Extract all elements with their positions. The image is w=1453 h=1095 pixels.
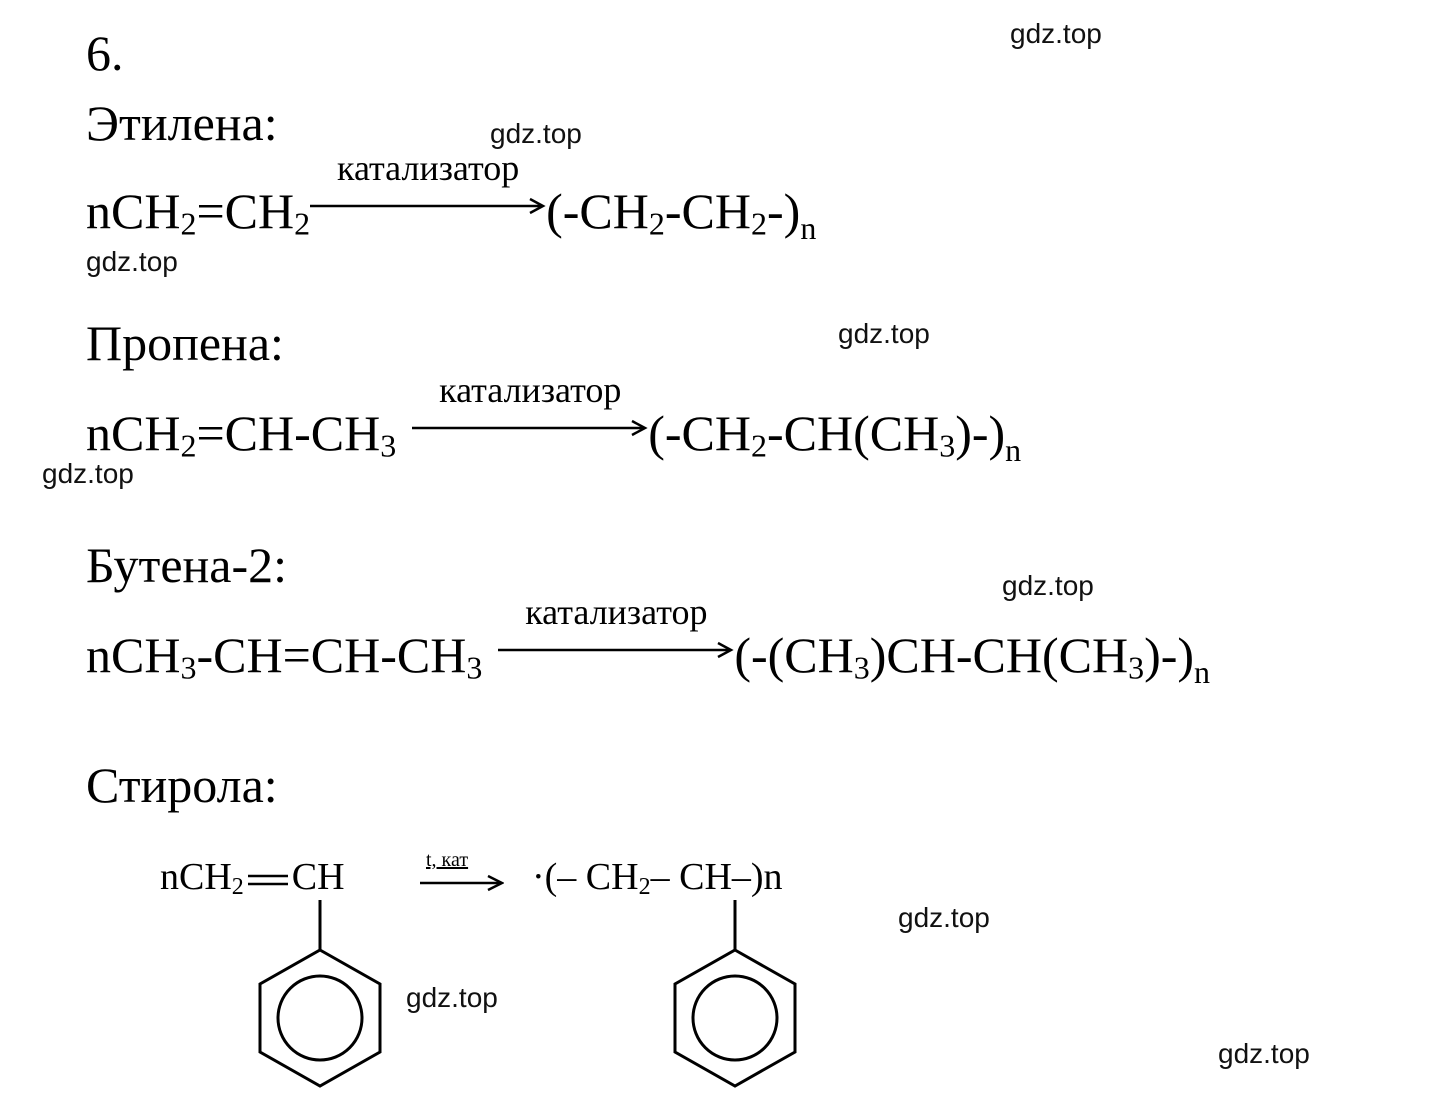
watermark: gdz.top bbox=[1010, 18, 1102, 49]
watermark: gdz.top bbox=[1002, 570, 1094, 601]
reactant: nCH3-CH=CH-CH3 bbox=[86, 627, 483, 686]
catalyst-label: катализатор bbox=[439, 370, 622, 410]
product: (-CH2-CH(CH3)-)n bbox=[648, 405, 1022, 469]
catalyst-label: катализатор bbox=[525, 592, 708, 632]
product: (-CH2-CH2-)n bbox=[546, 183, 817, 247]
watermark: gdz.top bbox=[1218, 1038, 1310, 1069]
reactant: nCH2=CH-CH3 bbox=[86, 405, 397, 464]
styrene-product: ·(– CH2– CH–)n bbox=[532, 856, 783, 900]
catalyst-label: катализатор bbox=[337, 148, 520, 188]
heading-ethylene: Этилена: bbox=[86, 95, 278, 151]
double-bond-icon bbox=[247, 875, 288, 886]
watermark: gdz.top bbox=[838, 318, 930, 349]
heading-styrene: Стирола: bbox=[86, 757, 278, 813]
heading-propene: Пропена: bbox=[86, 315, 284, 371]
watermark: gdz.top bbox=[42, 458, 134, 489]
reaction-arrow: катализатор bbox=[412, 372, 648, 450]
watermark: gdz.top bbox=[86, 246, 178, 277]
watermark: gdz.top bbox=[406, 982, 498, 1013]
equation-ethylene: nCH2=CH2 катализатор (-CH2-CH2-)n bbox=[86, 150, 817, 247]
heading-butene: Бутена-2: bbox=[86, 537, 288, 593]
reaction-arrow: катализатор bbox=[310, 150, 546, 228]
arrow-icon bbox=[498, 641, 734, 659]
equation-propene: nCH2=CH-CH3 катализатор (-CH2-CH(CH3)-)n bbox=[86, 372, 1022, 469]
benzene-ring-icon bbox=[673, 900, 797, 1088]
reaction-arrow: катализатор bbox=[498, 594, 734, 672]
reaction-conditions: t, кат bbox=[426, 849, 469, 871]
task-number: 6. bbox=[86, 25, 124, 81]
watermark: gdz.top bbox=[898, 902, 990, 933]
benzene-ring-icon bbox=[258, 900, 382, 1088]
arrow-icon bbox=[310, 197, 546, 215]
watermark: gdz.top bbox=[490, 118, 582, 149]
equation-butene: nCH3-CH=CH-CH3 катализатор (-(CH3)CH-CH(… bbox=[86, 594, 1211, 691]
arrow-icon bbox=[412, 419, 648, 437]
reactant: nCH2=CH2 bbox=[86, 183, 311, 242]
product: (-(CH3)CH-CH(CH3)-)n bbox=[734, 627, 1211, 691]
arrow-icon bbox=[420, 874, 504, 892]
